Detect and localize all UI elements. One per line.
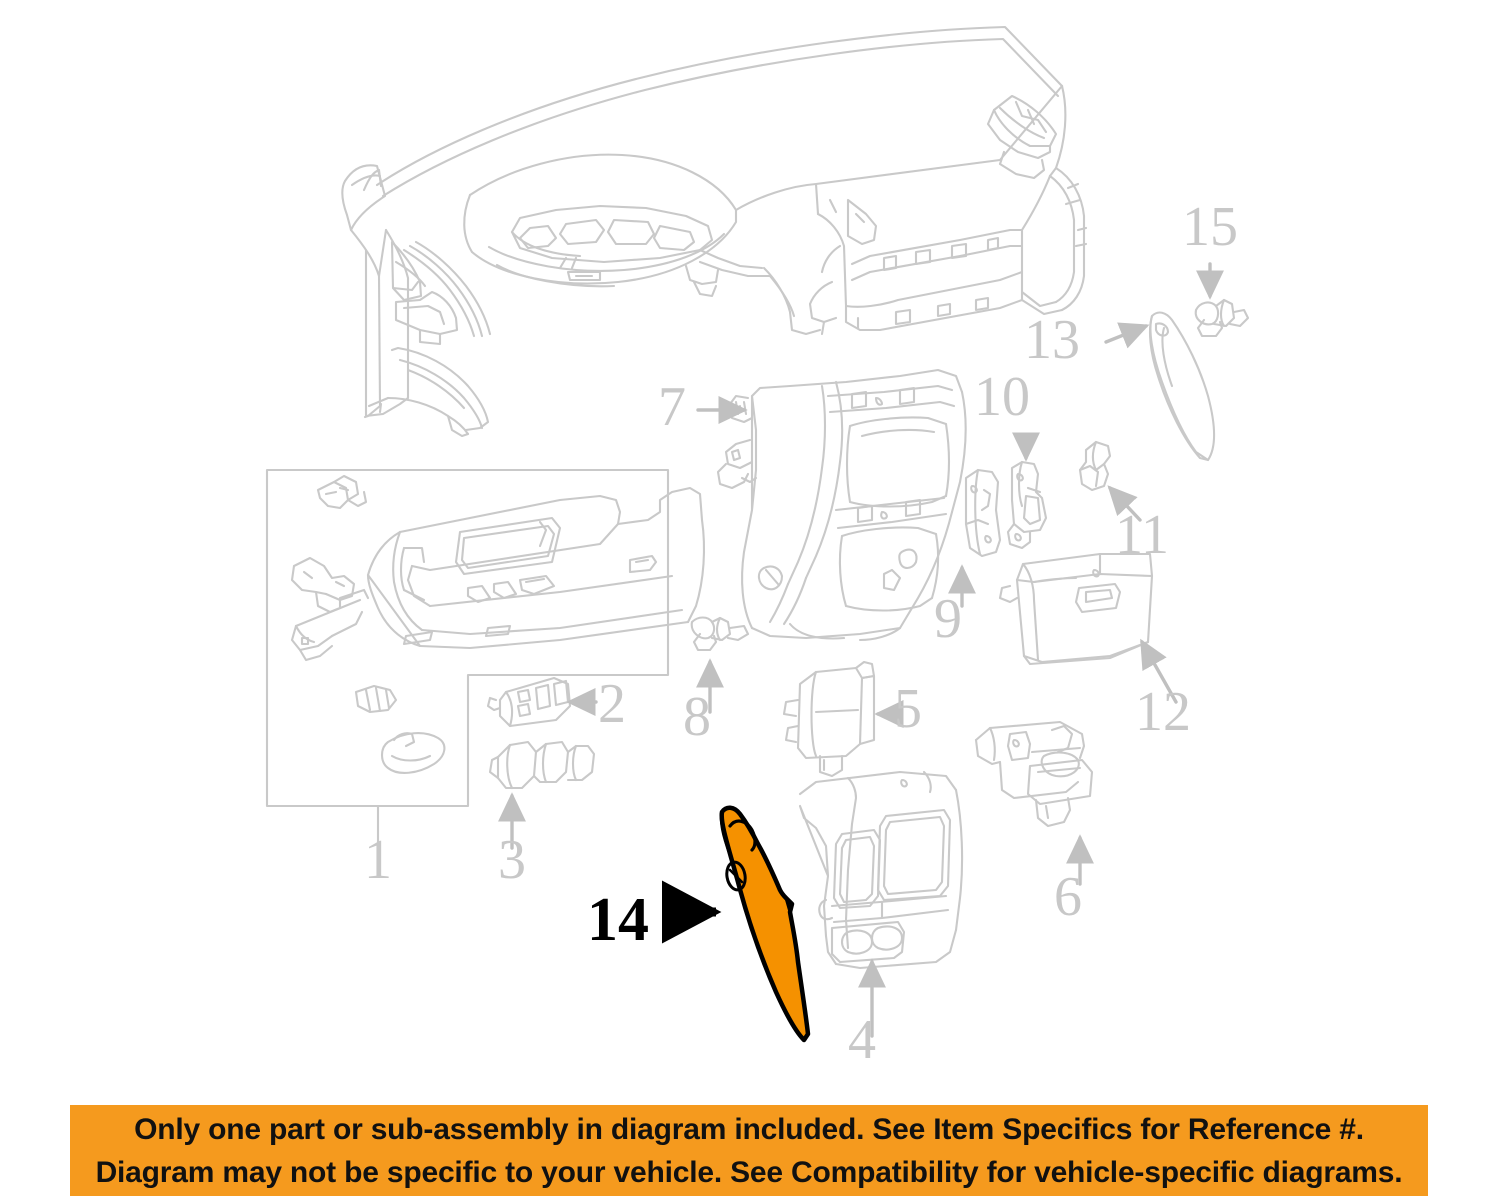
part-5-group	[782, 660, 904, 778]
part-6-group	[974, 720, 1094, 886]
callout-labels: 1 2 3 4 5 6 7 8 9 10 11 12 13 14 15	[364, 196, 1238, 1071]
disclaimer-line-1: Only one part or sub-assembly in diagram…	[134, 1112, 1364, 1146]
callout-label-2: 2	[598, 673, 626, 735]
part-14-highlighted	[662, 805, 811, 1043]
part-12-group	[998, 552, 1178, 704]
callout-label-13: 13	[1024, 309, 1080, 371]
part-10-group	[1006, 432, 1048, 550]
callout-label-5: 5	[894, 678, 922, 740]
part-2-group	[486, 676, 598, 728]
callout-label-3: 3	[498, 829, 526, 891]
disclaimer-banner: Only one part or sub-assembly in diagram…	[70, 1105, 1428, 1196]
part-3-group	[488, 740, 596, 850]
part-7-group	[696, 368, 967, 642]
callout-label-10: 10	[974, 366, 1030, 428]
part-4-group	[798, 770, 964, 1038]
part-8-group	[690, 616, 750, 714]
part-9-group	[948, 468, 1002, 608]
callout-label-15: 15	[1182, 196, 1238, 258]
dashboard-assembly	[341, 25, 1088, 438]
part-13-group	[1104, 311, 1215, 462]
part-1-group	[265, 468, 706, 854]
part-15-group	[1194, 262, 1250, 338]
callout-label-11: 11	[1115, 504, 1169, 566]
callout-label-1: 1	[364, 829, 392, 891]
disclaimer-line-2: Diagram may not be specific to your vehi…	[95, 1155, 1403, 1189]
callout-label-8: 8	[683, 686, 711, 748]
callout-label-9: 9	[934, 588, 962, 650]
part-11-group	[1078, 440, 1142, 522]
callout-label-4: 4	[848, 1009, 876, 1071]
callout-label-12: 12	[1135, 681, 1191, 743]
callout-label-7: 7	[658, 376, 686, 438]
callout-label-6: 6	[1054, 866, 1082, 928]
callout-label-14: 14	[587, 886, 649, 954]
